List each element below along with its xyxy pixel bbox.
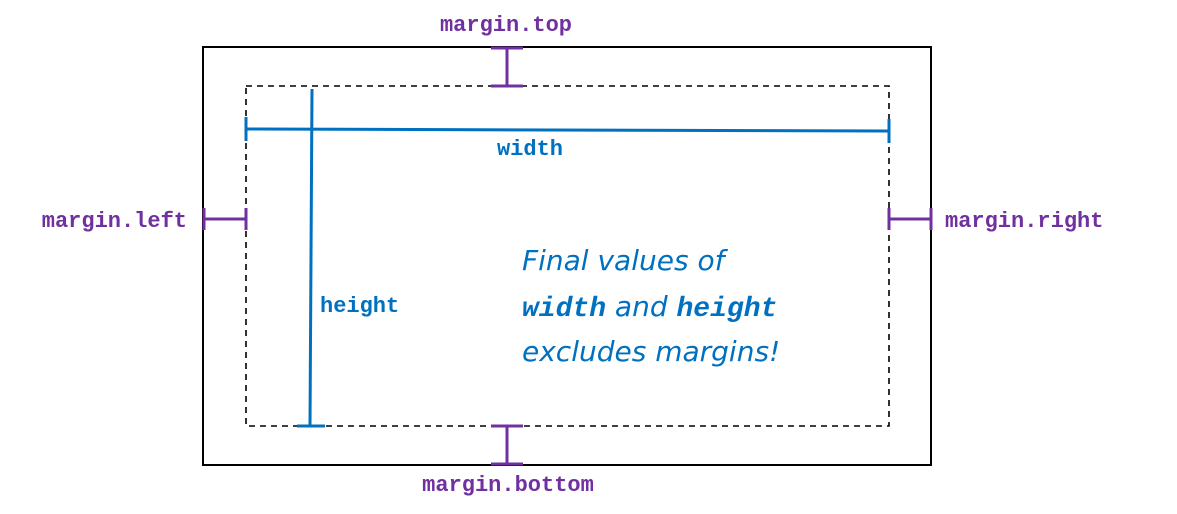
note-line-2: width and height	[522, 290, 777, 325]
height-dimension-line	[297, 88, 325, 428]
margin-right-marker	[887, 208, 933, 230]
note-height-code: height	[677, 294, 778, 325]
margin-bottom-marker	[491, 424, 523, 466]
note-and-text: and	[606, 290, 676, 323]
note-line-1: Final values of	[522, 244, 729, 277]
margin-bottom-label: margin.bottom	[422, 473, 594, 498]
note-text-block: Final values of width and height exclude…	[522, 244, 780, 368]
margin-left-label: margin.left	[42, 209, 187, 234]
width-label: width	[497, 137, 563, 162]
margin-left-marker	[202, 208, 248, 230]
note-width-code: width	[522, 294, 606, 325]
inner-plot-area	[245, 85, 890, 427]
margin-right-label: margin.right	[945, 209, 1103, 234]
outer-frame	[202, 46, 932, 466]
height-label: height	[320, 294, 399, 319]
note-line-3: excludes margins!	[522, 335, 780, 368]
margin-top-label: margin.top	[440, 13, 572, 38]
margin-top-marker	[491, 46, 523, 88]
width-dimension-line	[244, 117, 891, 143]
